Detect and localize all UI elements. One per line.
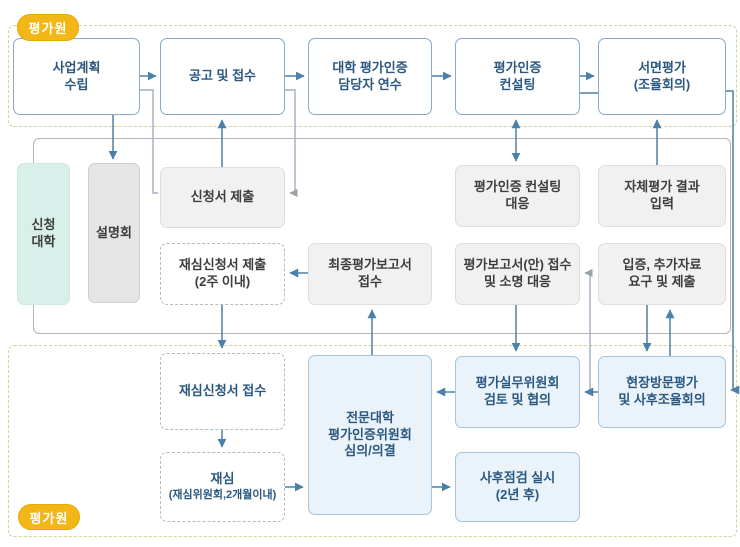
line-plan-to-application (140, 89, 158, 194)
arrow-announcement-to-application (285, 89, 298, 198)
node-applicant-university: 신청 대학 (17, 163, 70, 305)
node-evidence-request: 입증, 추가자료 요구 및 제출 (598, 243, 726, 305)
badge-evaluator-top: 평가원 (17, 14, 79, 41)
node-consulting: 평가인증 컨설팅 (455, 38, 580, 115)
node-reexam-label: 재심 (210, 471, 235, 487)
node-business-plan: 사업계획 수립 (13, 38, 140, 115)
node-site-visit: 현장방문평가 및 사후조율회의 (598, 356, 726, 428)
node-application-submit: 신청서 제출 (160, 167, 285, 228)
node-report-draft-receipt: 평가보고서(안) 접수 및 소명 대응 (455, 243, 580, 305)
node-reexam-request-submit: 재심신청서 제출 (2주 이내) (160, 243, 285, 305)
node-briefing: 설명회 (88, 163, 140, 303)
node-followup-check: 사후점검 실시 (2년 후) (455, 452, 580, 522)
node-written-eval: 서면평가 (조율회의) (598, 38, 726, 115)
node-working-committee: 평가실무위원회 검토 및 협의 (455, 356, 580, 428)
node-final-report-receipt: 최종평가보고서 접수 (308, 243, 432, 305)
node-announcement: 공고 및 접수 (160, 38, 285, 115)
node-self-eval-input: 자체평가 결과 입력 (598, 165, 726, 227)
node-reexam-sublabel: (재심위원회,2개월이내) (168, 489, 277, 502)
node-accreditation-committee: 전문대학 평가인증위원회 심의/의결 (308, 355, 432, 515)
badge-evaluator-bottom: 평가원 (18, 504, 80, 530)
section-evaluator-top (8, 25, 737, 127)
node-consulting-response: 평가인증 컨설팅 대응 (455, 165, 580, 227)
node-reexam-request-receipt: 재심신청서 접수 (160, 353, 285, 430)
arrow-site-visit-to-report-draft (584, 268, 593, 392)
node-reexam: 재심 (재심위원회,2개월이내) (160, 452, 285, 522)
arrow-written-eval-to-site-visit (726, 90, 740, 395)
node-training: 대학 평가인증 담당자 연수 (308, 38, 432, 115)
